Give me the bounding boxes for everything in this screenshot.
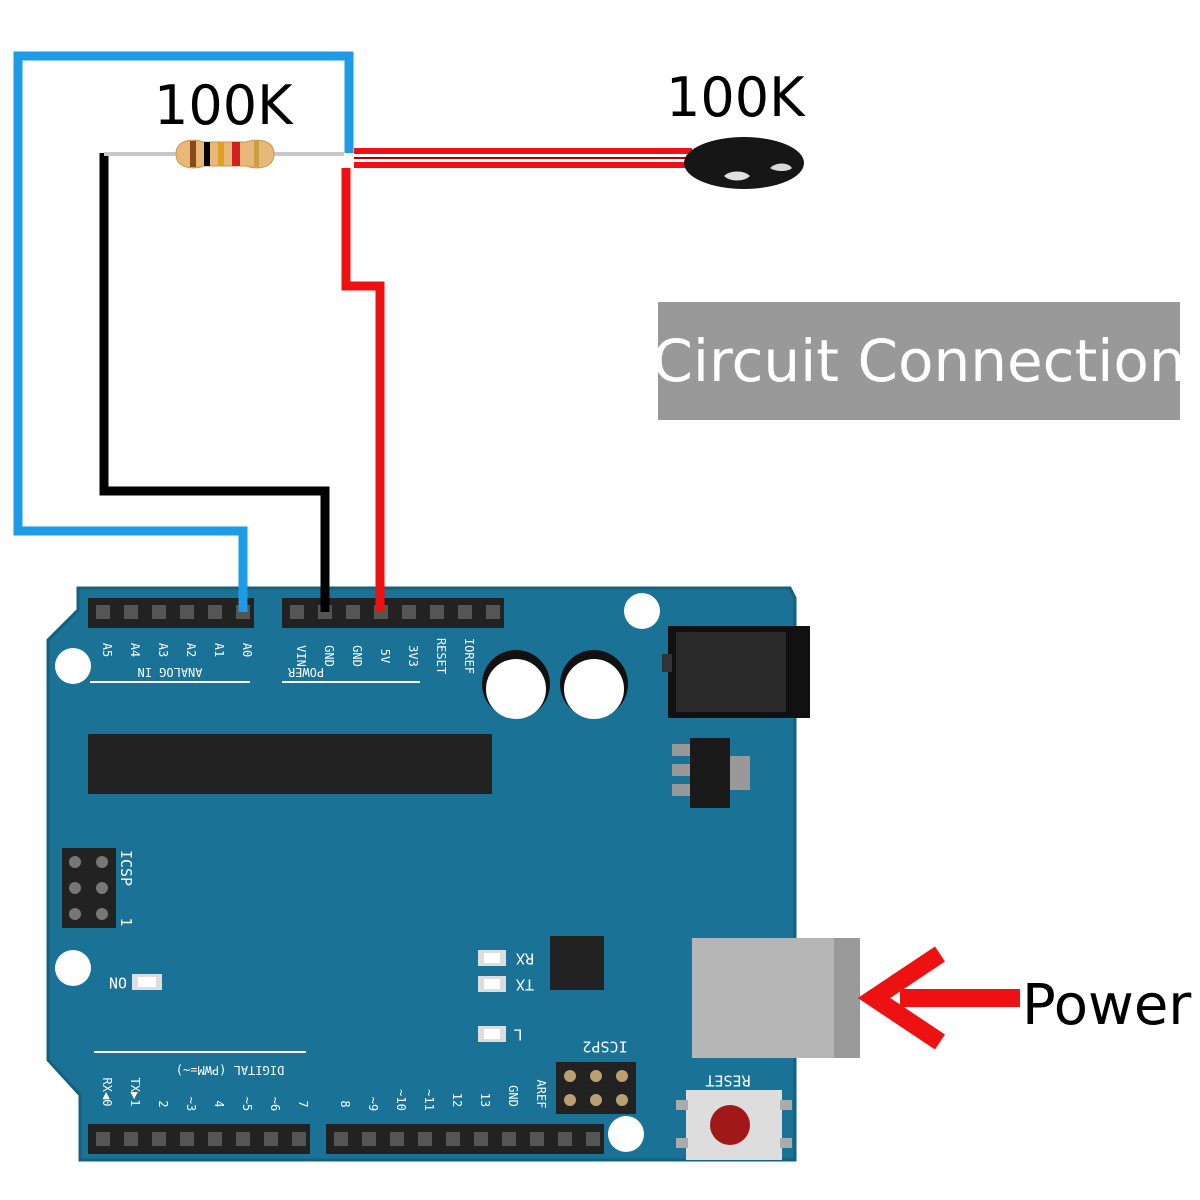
icsp-header [62, 848, 116, 928]
wire-black-gnd [99, 153, 330, 612]
power-label: POWER [287, 665, 324, 679]
power-label: Power [1022, 973, 1192, 1038]
resistor-value-label: 100K [154, 74, 294, 137]
ntc-thermistor [354, 137, 804, 189]
usb-connector [692, 938, 860, 1058]
diagram-title: Circuit Connection [652, 327, 1185, 395]
led-l [478, 1026, 506, 1042]
pin-label-gnd-1: GND [322, 645, 336, 667]
led-l-label: L [513, 1026, 522, 1044]
pin-label-d2: 2 [156, 1100, 170, 1107]
pin-label-ioref: IOREF [462, 638, 476, 674]
pin-label-a0: A0 [240, 643, 254, 657]
led-tx-label: TX [516, 976, 534, 994]
led-tx [478, 976, 506, 992]
mounting-hole [55, 950, 91, 986]
pin-label-a5: A5 [100, 643, 114, 657]
resistor [104, 139, 344, 169]
pin-label-d0: RX◀0 [100, 1078, 114, 1107]
pin-label-d3: ~3 [184, 1097, 198, 1111]
mounting-hole [608, 1116, 644, 1152]
arduino-board: A5 A4 A3 A2 A1 A0 ANALOG IN VIN GND GND … [46, 586, 860, 1162]
icsp-pin1-marker: 1 [117, 917, 135, 926]
led-on [132, 974, 162, 990]
wire-blue-a0 [13, 51, 354, 612]
pin-label-gnd-2: GND [350, 645, 364, 667]
voltage-regulator [672, 738, 750, 808]
thermistor-value-label: 100K [666, 66, 806, 129]
pin-label-d7: 7 [296, 1100, 310, 1107]
reset-button [676, 1090, 792, 1160]
pin-label-gnd-digital: GND [506, 1085, 520, 1107]
pin-label-d1: TX▶1 [128, 1078, 142, 1107]
pin-label-d8: 8 [338, 1100, 352, 1107]
digital-header-left [88, 1124, 310, 1154]
microcontroller-chip [88, 734, 492, 794]
wire-red-5v [341, 168, 385, 612]
pin-label-d5: ~5 [240, 1097, 254, 1111]
digital-header-right [326, 1124, 604, 1154]
pin-label-a3: A3 [156, 643, 170, 657]
led-rx [478, 950, 506, 966]
pin-label-d6: ~6 [268, 1097, 282, 1111]
pin-label-d11: ~11 [422, 1089, 436, 1111]
pin-label-d13: 13 [478, 1093, 492, 1107]
title-box [658, 302, 1180, 420]
pin-label-d4: 4 [212, 1100, 226, 1107]
reset-label: RESET [705, 1072, 750, 1090]
pin-label-a1: A1 [212, 643, 226, 657]
pin-label-a2: A2 [184, 643, 198, 657]
pin-label-a4: A4 [128, 643, 142, 657]
icsp-label: ICSP [117, 850, 135, 886]
power-header [282, 598, 504, 628]
mounting-hole [624, 593, 660, 629]
usb-chip [550, 936, 604, 990]
pin-label-aref: AREF [534, 1080, 548, 1109]
pin-label-reset: RESET [434, 638, 448, 674]
dc-power-jack [662, 626, 810, 718]
led-on-label: ON [109, 974, 127, 992]
board-pcb [46, 586, 797, 1162]
pin-label-d10: ~10 [394, 1089, 408, 1111]
pin-label-3v3: 3V3 [406, 645, 420, 667]
icsp2-label: ICSP2 [582, 1038, 627, 1056]
power-arrow [857, 946, 1020, 1050]
led-rx-label: RX [516, 950, 534, 968]
capacitor [482, 650, 550, 719]
analog-in-label: ANALOG IN [137, 665, 202, 679]
mounting-hole [55, 648, 91, 684]
pin-label-vin: VIN [294, 645, 308, 667]
capacitor [560, 650, 628, 719]
icsp2-header [556, 1062, 636, 1114]
pin-label-d9: ~9 [366, 1097, 380, 1111]
digital-label: DIGITAL (PWM=~) [176, 1063, 284, 1077]
pin-label-d12: 12 [450, 1093, 464, 1107]
analog-header [88, 598, 254, 628]
pin-label-5v: 5V [378, 649, 392, 663]
